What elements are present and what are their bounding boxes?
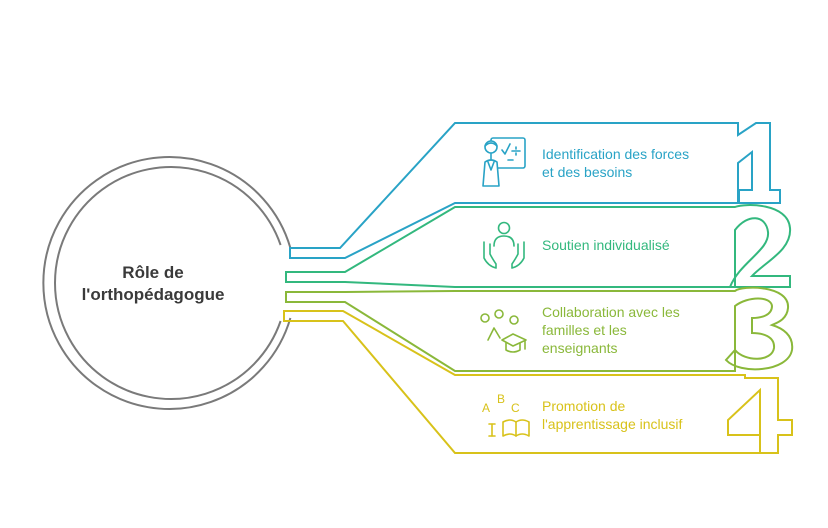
connectors [283, 122, 794, 454]
item-3-text: Collaboration avec les familles et les e… [542, 303, 722, 357]
connector-2 [285, 204, 792, 288]
item-4-text: Promotion de l'apprentissage inclusif [542, 397, 722, 433]
center-title-line-1: Rôle de [122, 263, 184, 282]
number-2: 2 [742, 212, 743, 213]
teacher-board-icon [482, 137, 526, 187]
connector-3 [285, 286, 794, 372]
abc-letter-b: B [497, 392, 505, 406]
connector-1 [289, 122, 781, 259]
item-1-text: Identification des forces et des besoins [542, 145, 722, 181]
center-title: Rôle de l'orthopédagogue [78, 262, 228, 306]
item-3-line-2: familles et les [542, 322, 627, 338]
item-2-line-1: Soutien individualisé [542, 237, 670, 253]
supported-person-icon [483, 221, 525, 269]
connector-4 [283, 310, 793, 454]
item-3-line-3: enseignants [542, 340, 618, 356]
number-1: 1 [742, 128, 743, 129]
center-circle [42, 156, 292, 410]
item-4-line-1: Promotion de [542, 398, 626, 414]
item-4-line-2: l'apprentissage inclusif [542, 416, 683, 432]
center-title-line-2: l'orthopédagogue [81, 285, 225, 304]
abc-letter-a: A [482, 401, 490, 415]
graduation-network-icon [480, 309, 527, 353]
abc-book-icon: A B C [482, 392, 530, 437]
abc-letter-c: C [511, 401, 520, 415]
item-2-text: Soutien individualisé [542, 236, 722, 254]
number-3: 3 [742, 296, 743, 297]
number-4: 4 [742, 380, 743, 381]
item-1-line-2: et des besoins [542, 164, 633, 180]
item-3-line-1: Collaboration avec les [542, 304, 680, 320]
item-1-line-1: Identification des forces [542, 146, 690, 162]
